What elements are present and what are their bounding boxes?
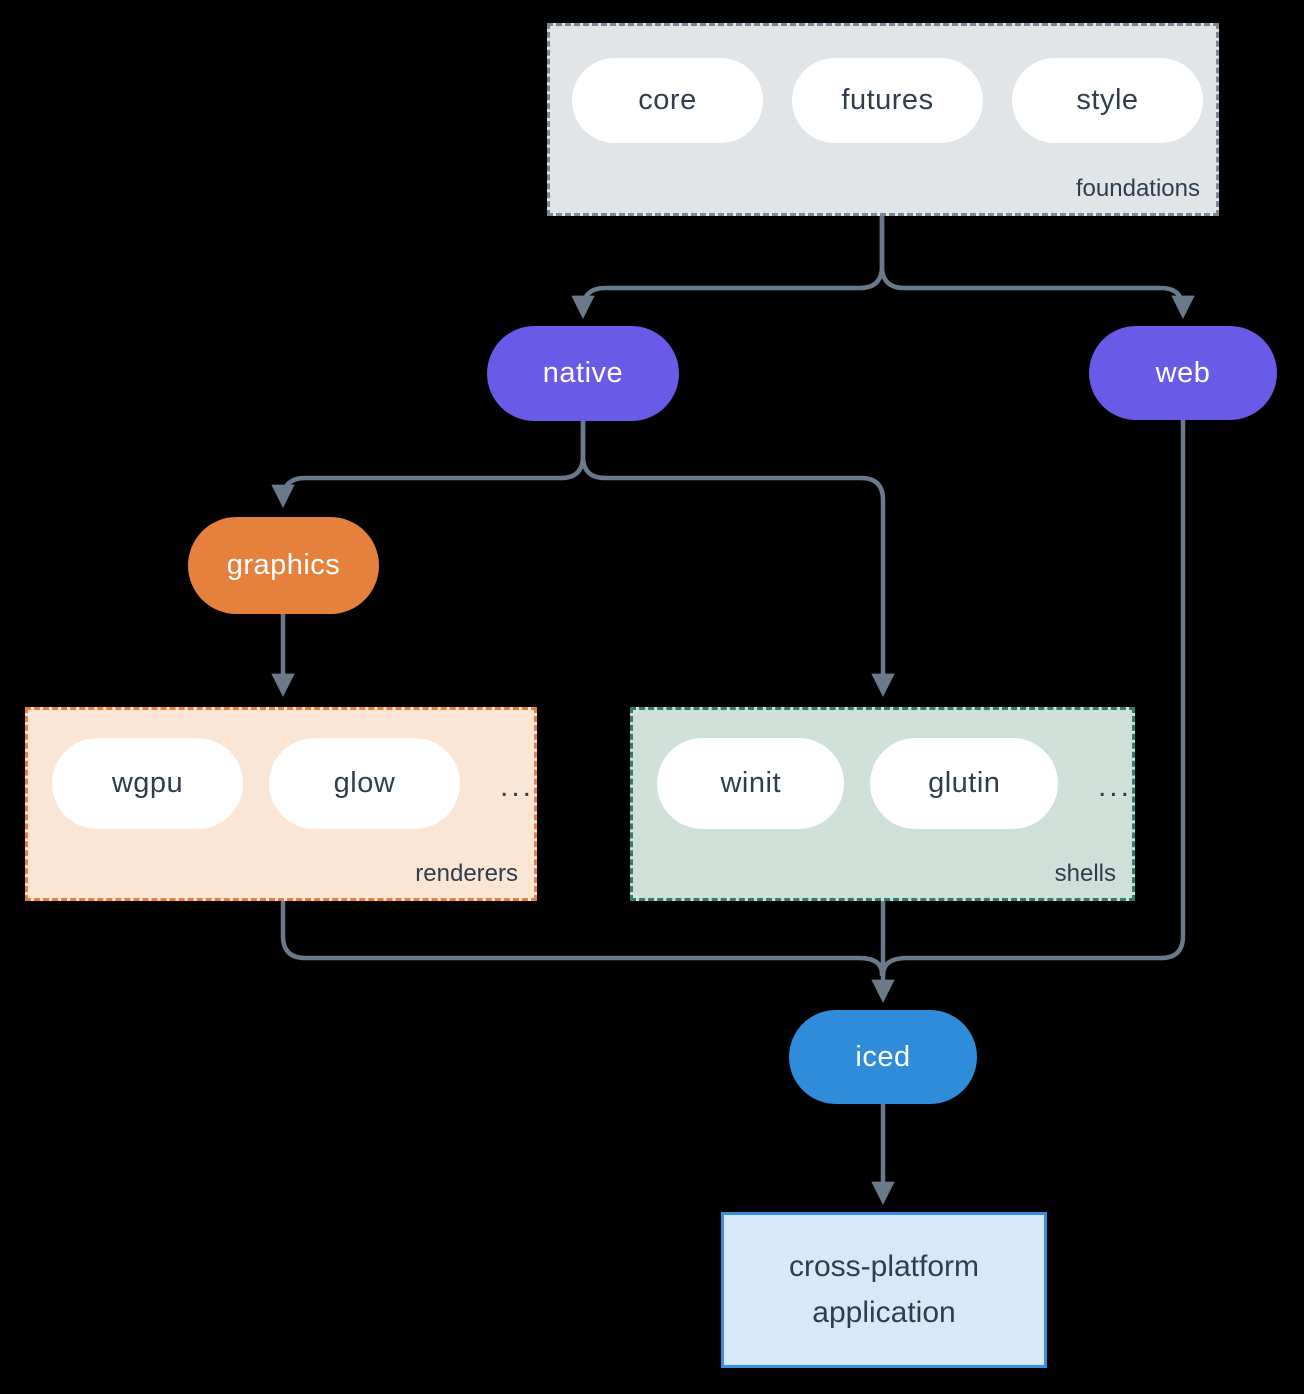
node-native: native <box>487 326 679 421</box>
node-winit: winit <box>657 738 845 829</box>
foundations-pill-row: core futures style <box>550 26 1216 143</box>
node-web: web <box>1089 326 1277 420</box>
node-futures: futures <box>792 58 983 143</box>
line-renderers-to-merge <box>280 901 885 977</box>
shells-group: winit glutin ... shells <box>630 707 1135 901</box>
node-graphics: graphics <box>188 517 379 614</box>
shells-label: shells <box>1054 860 1116 887</box>
arrow-native-to-shells <box>580 421 895 698</box>
arrow-native-to-graphics <box>271 421 586 509</box>
renderers-group: wgpu glow ... renderers <box>25 707 537 901</box>
node-wgpu: wgpu <box>52 738 243 829</box>
node-glutin: glutin <box>870 738 1058 829</box>
node-iced: iced <box>789 1010 977 1104</box>
foundations-group: core futures style foundations <box>547 23 1219 216</box>
node-style: style <box>1012 58 1203 143</box>
arrow-foundations-to-web <box>879 216 1195 320</box>
foundations-label: foundations <box>1075 175 1200 202</box>
node-cross-platform-application: cross-platform application <box>721 1212 1047 1368</box>
renderers-label: renderers <box>415 860 518 887</box>
arrow-foundations-to-native <box>571 216 885 320</box>
node-glow: glow <box>269 738 460 829</box>
renderers-ellipsis: ... <box>500 769 535 803</box>
node-core: core <box>572 58 763 143</box>
renderers-pill-row: wgpu glow ... <box>28 710 534 829</box>
shells-ellipsis: ... <box>1097 769 1132 803</box>
shells-pill-row: winit glutin ... <box>633 710 1132 829</box>
